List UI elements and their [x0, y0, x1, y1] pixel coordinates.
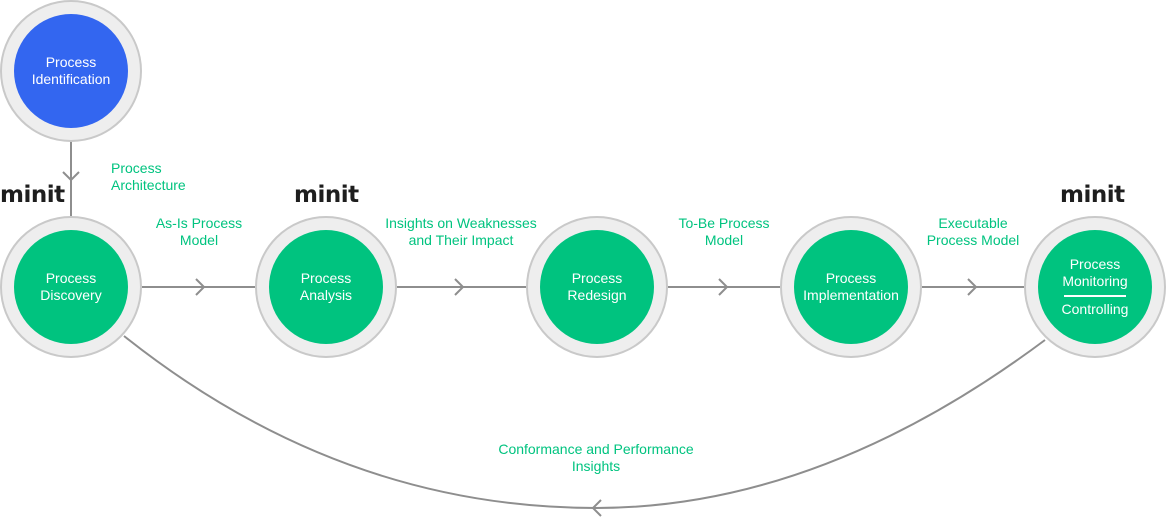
node-label-line: Process — [45, 270, 97, 286]
node-label-line: Process — [45, 54, 97, 70]
edge-label-line: Model — [179, 232, 219, 248]
node-process-redesign[interactable]: Process Redesign — [526, 216, 668, 358]
node-core: Process Analysis — [269, 230, 383, 344]
node-label-line: Implementation — [803, 287, 899, 303]
arrowhead-right — [454, 278, 465, 296]
minit-logo: minit — [294, 182, 359, 208]
arrowhead-down — [62, 171, 80, 182]
edge-label-to-be-model: To-Be Process Model — [669, 215, 779, 249]
edge-label-line: As-Is Process — [155, 215, 243, 231]
node-label-line: Discovery — [40, 287, 102, 303]
node-process-identification[interactable]: Process Identification — [0, 0, 142, 142]
node-label-line: Controlling — [1061, 300, 1129, 317]
node-label-line: Redesign — [567, 287, 627, 303]
node-label-line: Analysis — [299, 287, 353, 303]
edge-label-line: Insights on Weaknesses — [385, 215, 537, 231]
edge-label-conformance-insights: Conformance and Performance Insights — [476, 441, 716, 475]
node-process-analysis[interactable]: Process Analysis — [255, 216, 397, 358]
arrowhead-right — [718, 278, 729, 296]
edge-label-line: Process Model — [926, 232, 1020, 248]
edge-label-as-is-model: As-Is Process Model — [144, 215, 254, 249]
edge-label-line: and Their Impact — [408, 232, 514, 248]
edge-label-line: Model — [704, 232, 744, 248]
node-core: Process Redesign — [540, 230, 654, 344]
edge-label-line: Architecture — [111, 177, 186, 193]
connector-feedback-arc — [123, 335, 1046, 510]
edge-label-process-architecture: Process Architecture — [111, 160, 186, 194]
minit-logo: minit — [0, 182, 65, 208]
arrowhead-left — [591, 499, 602, 517]
edge-label-insights-weaknesses: Insights on Weaknesses and Their Impact — [376, 215, 546, 249]
node-label-line: Process — [825, 270, 877, 286]
edge-label-line: Insights — [571, 458, 621, 474]
node-core: Process Discovery — [14, 230, 128, 344]
edge-label-line: Process — [111, 160, 162, 176]
node-process-implementation[interactable]: Process Implementation — [780, 216, 922, 358]
node-core: Process Monitoring Controlling — [1038, 230, 1152, 344]
node-process-monitoring[interactable]: Process Monitoring Controlling — [1024, 216, 1166, 358]
edge-label-line: Executable — [938, 215, 1008, 231]
node-core: Process Implementation — [794, 230, 908, 344]
node-label-line: Process — [571, 270, 623, 286]
node-label-line: Monitoring — [1062, 273, 1128, 290]
node-label-line: Identification — [31, 71, 111, 87]
edge-label-line: Conformance and Performance — [498, 441, 694, 457]
arrowhead-right — [195, 278, 206, 296]
node-label-line: Process — [300, 270, 352, 286]
node-divider — [1064, 295, 1126, 297]
node-core: Process Identification — [14, 14, 128, 128]
arrowhead-right — [967, 278, 978, 296]
node-label-line: Process — [1069, 256, 1121, 273]
edge-label-line: To-Be Process — [678, 215, 770, 231]
node-process-discovery[interactable]: Process Discovery — [0, 216, 142, 358]
minit-logo: minit — [1060, 182, 1125, 208]
edge-label-executable-model: Executable Process Model — [918, 215, 1028, 249]
